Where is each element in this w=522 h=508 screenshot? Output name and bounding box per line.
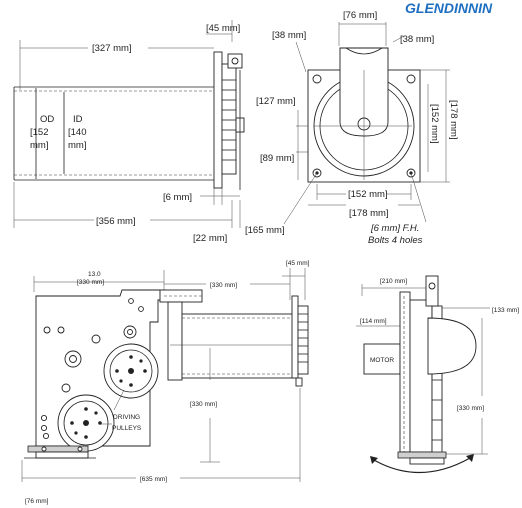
bolt-note-line-2: Bolts 4 holes — [368, 235, 423, 246]
side-view-drawing — [13, 20, 245, 228]
dim-6mm-side: [6 mm] — [163, 192, 192, 203]
dim-38mm-right: [38 mm] — [400, 34, 434, 45]
dim-165mm: [165 mm] — [245, 225, 285, 236]
od-value-line-2: mm] — [30, 140, 48, 151]
motor-label: MOTOR — [370, 357, 394, 364]
dim-133mm: [133 mm] — [492, 307, 519, 314]
dim-45mm-side: [45 mm] — [206, 23, 240, 34]
assembly-view-drawing — [21, 268, 309, 482]
dim-114mm: [114 mm] — [360, 318, 387, 325]
dim-210mm: [210 mm] — [380, 278, 407, 285]
dim-76mm-front: [76 mm] — [343, 10, 377, 21]
dim-38mm-left: [38 mm] — [272, 30, 306, 41]
driving-pulleys-label-1: DRIVING — [113, 414, 140, 421]
dim-356mm: [356 mm] — [96, 216, 136, 227]
bolt-note-line-1: [6 mm] F.H. — [370, 223, 419, 234]
dim-178mm-horizontal: [178 mm] — [349, 208, 389, 219]
dim-330mm-end: [330 mm] — [457, 405, 484, 412]
od-value-line-1: [152 — [30, 127, 49, 138]
dim-45mm-assembly: [45 mm] — [286, 260, 310, 267]
dim-89mm: [89 mm] — [260, 153, 294, 164]
id-value-line-2: mm] — [68, 140, 86, 151]
id-value-line-1: [140 — [68, 127, 87, 138]
dim-13-inch: 13.0 — [88, 271, 101, 278]
dim-22mm: [22 mm] — [193, 233, 227, 244]
dim-178mm-vertical: [178 mm] — [448, 100, 459, 140]
front-view-drawing — [283, 22, 450, 225]
dim-127mm: [127 mm] — [256, 96, 296, 107]
end-view-drawing — [356, 275, 490, 474]
dim-76mm-assembly: [76 mm] — [25, 498, 49, 505]
dim-327mm: [327 mm] — [92, 43, 132, 54]
dim-330mm-top: [330 mm] — [77, 279, 104, 286]
id-label: ID — [73, 114, 83, 125]
dim-152mm-horizontal: [152 mm] — [348, 189, 388, 200]
driving-pulleys-label-2: PULLEYS — [112, 425, 142, 432]
dim-330mm-drum: [330 mm] — [210, 282, 237, 289]
od-label: OD — [40, 114, 54, 125]
dim-635mm: [635 mm] — [140, 476, 167, 483]
dim-330mm-vertical: [330 mm] — [190, 401, 217, 408]
dim-152mm-vertical: [152 mm] — [429, 104, 440, 144]
brand-logo: GLENDINNIN — [405, 0, 493, 16]
